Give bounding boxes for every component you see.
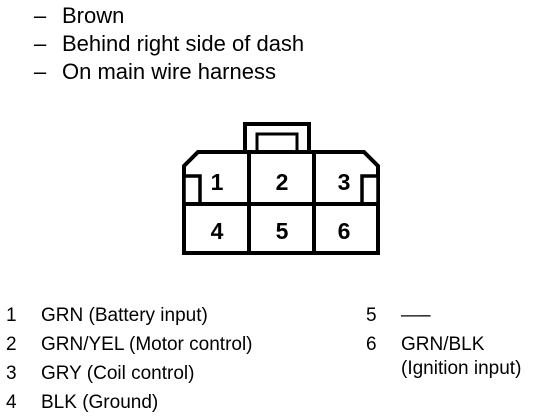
pin-number: 2	[6, 334, 17, 355]
location-line: –Behind right side of dash	[34, 31, 304, 57]
connector-lock-tab	[243, 122, 311, 154]
cavity-label-5: 5	[276, 218, 289, 244]
pin-number: 3	[6, 363, 17, 384]
cavity-label-3: 3	[338, 169, 351, 195]
pin-number: 5	[366, 305, 377, 326]
cavity-label-6: 6	[338, 218, 351, 244]
color-line: –Brown	[34, 3, 124, 29]
pin-number: 4	[6, 392, 17, 413]
pin-number: 1	[6, 305, 17, 326]
harness-line: –On main wire harness	[34, 59, 276, 85]
dash-marker: –	[34, 59, 47, 84]
connector-location: Behind right side of dash	[62, 31, 305, 56]
connector-harness: On main wire harness	[62, 59, 276, 84]
pin-number: 6	[366, 334, 377, 355]
dash-marker: –	[34, 3, 47, 28]
dash-marker: –	[34, 31, 47, 56]
connector-right-notch	[360, 174, 380, 206]
pin-description: GRN (Battery input)	[41, 305, 208, 326]
pin-description: GRY (Coil control)	[41, 363, 195, 384]
connector-left-notch	[182, 174, 202, 206]
pin-description: GRN/BLK	[401, 334, 485, 355]
pin-description: GRN/YEL (Motor control)	[41, 334, 253, 355]
pin-description: —–	[401, 305, 431, 326]
cavity-label-1: 1	[211, 169, 224, 195]
connector-lock-latch	[255, 132, 299, 154]
pin-description: BLK (Ground)	[41, 392, 159, 413]
pin-description-continued: (Ignition input)	[401, 358, 522, 379]
connector-color: Brown	[62, 3, 125, 28]
cavity-label-2: 2	[276, 169, 289, 195]
cavity-label-4: 4	[211, 218, 224, 244]
connector-diagram: 1 2 3 4 5 6	[182, 122, 380, 255]
